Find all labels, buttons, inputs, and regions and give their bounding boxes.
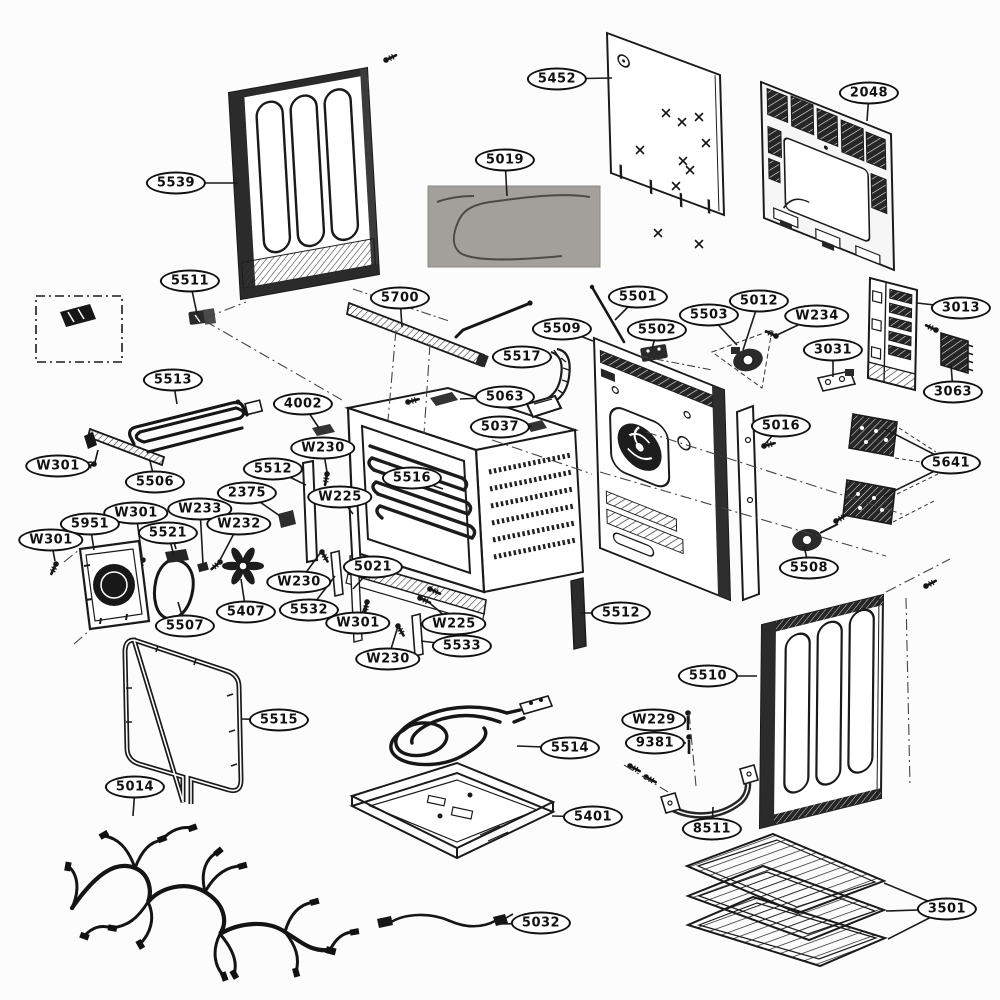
support-column bbox=[735, 404, 761, 602]
leader-line bbox=[420, 640, 463, 647]
leader-line bbox=[272, 468, 307, 486]
leader-line bbox=[302, 403, 320, 429]
terminal-board bbox=[940, 331, 973, 375]
bake-element bbox=[389, 695, 554, 767]
leader-line bbox=[561, 328, 594, 342]
leader-line bbox=[50, 539, 56, 562]
connector-w233 bbox=[197, 561, 209, 573]
leader-line bbox=[57, 461, 93, 467]
leader-line bbox=[950, 363, 954, 393]
leader-line bbox=[167, 532, 175, 557]
latch-rod bbox=[454, 300, 533, 339]
coil-springs bbox=[488, 452, 577, 560]
drawer-bracket bbox=[624, 760, 759, 819]
leader-line bbox=[135, 512, 143, 558]
leader-line bbox=[241, 718, 280, 721]
leader-line bbox=[883, 882, 948, 910]
leader-line bbox=[246, 492, 281, 517]
leader-line bbox=[499, 425, 533, 428]
leader-line bbox=[504, 159, 508, 197]
relay-boards bbox=[842, 413, 939, 525]
leader-line bbox=[298, 551, 322, 583]
bracket-3031 bbox=[816, 369, 857, 392]
leader-line bbox=[149, 460, 156, 483]
leader-line bbox=[614, 296, 639, 321]
leader-line bbox=[882, 427, 952, 464]
broil-element-upper bbox=[128, 399, 264, 454]
leader-line bbox=[424, 598, 455, 625]
leader-line bbox=[240, 578, 247, 613]
insulation-back-panel bbox=[605, 31, 726, 217]
side-rail-5506 bbox=[84, 427, 166, 467]
convection-fan-cover bbox=[78, 539, 151, 631]
leader-line bbox=[651, 329, 658, 350]
leader-line bbox=[708, 314, 738, 346]
small-wire bbox=[377, 913, 514, 928]
bracket-2375 bbox=[278, 510, 296, 528]
leader-line bbox=[219, 523, 240, 561]
oven-rack bbox=[684, 832, 887, 915]
oven-racks bbox=[684, 832, 888, 968]
leader-line bbox=[916, 302, 962, 309]
leader-line bbox=[177, 601, 186, 627]
leader-line bbox=[322, 447, 328, 473]
guide-lines bbox=[63, 78, 951, 793]
leader-line bbox=[551, 815, 594, 818]
rear-panel bbox=[759, 80, 896, 272]
leader-line bbox=[352, 566, 374, 590]
leader-line bbox=[887, 908, 948, 940]
back-panel-assembly bbox=[592, 336, 732, 602]
leader-line bbox=[399, 297, 403, 328]
bracket-5521 bbox=[165, 549, 189, 563]
leader-line bbox=[132, 786, 136, 817]
leader-line bbox=[803, 545, 810, 569]
leader-line bbox=[411, 477, 444, 490]
leader-line bbox=[711, 806, 714, 830]
leader-line bbox=[764, 425, 782, 445]
side-bracket bbox=[866, 276, 919, 392]
leader-line bbox=[357, 601, 368, 624]
leader-line bbox=[172, 379, 178, 405]
leader-line bbox=[499, 922, 542, 925]
lock-clip-inset-box bbox=[35, 295, 123, 363]
leader-line bbox=[556, 77, 613, 80]
leader-line bbox=[308, 575, 336, 611]
leader-line bbox=[387, 625, 399, 660]
leader-line bbox=[883, 462, 952, 497]
latch-motor-assembly bbox=[639, 329, 773, 389]
drawer-base bbox=[349, 761, 556, 860]
leader-line bbox=[776, 315, 818, 336]
bracket-5063 bbox=[430, 392, 458, 406]
leader-line bbox=[199, 508, 204, 565]
leader-line bbox=[885, 908, 948, 912]
latch-rod-long bbox=[589, 284, 626, 344]
vent-duct bbox=[525, 347, 571, 419]
wiring-harness bbox=[64, 823, 360, 982]
leader-line bbox=[742, 300, 760, 351]
wire-photo bbox=[427, 185, 601, 268]
leader-line bbox=[866, 92, 870, 122]
leader-line bbox=[653, 719, 686, 722]
leader-line bbox=[516, 745, 571, 749]
door-gasket bbox=[122, 637, 244, 804]
door-outer-panel bbox=[227, 66, 381, 301]
leader-line bbox=[459, 396, 506, 400]
side-panel bbox=[758, 593, 885, 830]
leader-line bbox=[189, 280, 198, 315]
leader-line bbox=[89, 523, 95, 551]
bracket-5037 bbox=[526, 420, 547, 432]
fan-blade-5407 bbox=[222, 547, 264, 585]
motor-5508 bbox=[792, 511, 849, 552]
leader-line bbox=[339, 496, 354, 515]
